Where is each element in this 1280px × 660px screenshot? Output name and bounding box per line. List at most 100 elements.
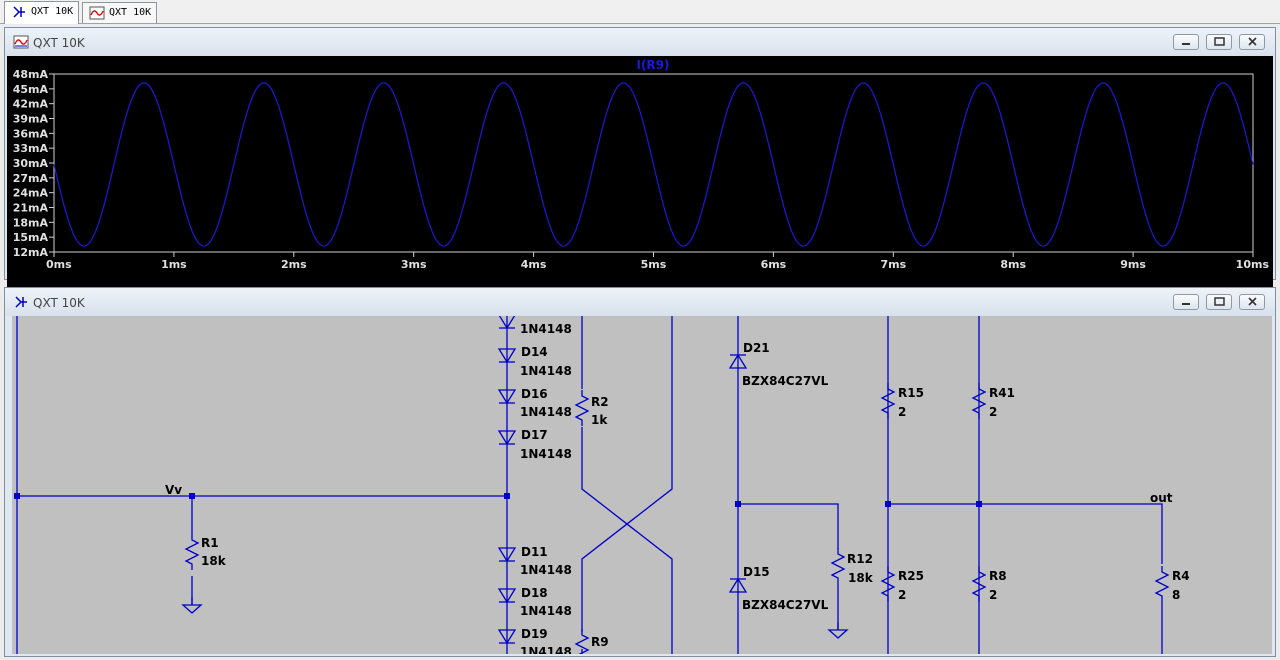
ref-r15: R15: [898, 386, 924, 400]
resistor-r2[interactable]: [575, 389, 589, 427]
value-r41: 2: [989, 405, 997, 419]
value-r4: 8: [1172, 588, 1180, 602]
value-d18: 1N4148: [520, 604, 572, 618]
value-d17: 1N4148: [520, 447, 572, 461]
tab-waveform[interactable]: QXT 10K: [82, 2, 158, 23]
value-r15: 2: [898, 405, 906, 419]
restore-button[interactable]: [1206, 34, 1232, 50]
value-r25: 2: [898, 588, 906, 602]
minimize-button[interactable]: [1173, 34, 1199, 50]
y-tick-label: 30mA: [13, 157, 49, 170]
trace-i-r9[interactable]: [53, 82, 1254, 247]
x-tick-label: 5ms: [641, 258, 667, 271]
ref-r2: R2: [591, 395, 609, 409]
ref-r9: R9: [591, 635, 609, 649]
value-d14: 1N4148: [520, 364, 572, 378]
x-tick-label: 9ms: [1120, 258, 1146, 271]
y-tick-label: 27mA: [13, 172, 49, 185]
value-r1: 18k: [201, 554, 227, 568]
close-icon: [1248, 37, 1257, 46]
value-d19: 1N4148: [520, 645, 572, 654]
y-tick-label: 24mA: [13, 187, 49, 200]
y-tick-label: 45mA: [13, 83, 49, 96]
net-label-vv[interactable]: Vv: [165, 483, 182, 497]
value-r8: 2: [989, 588, 997, 602]
x-tick-label: 7ms: [880, 258, 906, 271]
plot-window-title: QXT 10K: [33, 36, 85, 50]
value-d11: 1N4148: [520, 563, 572, 577]
y-tick-label: 39mA: [13, 113, 49, 126]
resistor-r8[interactable]: [972, 565, 986, 603]
tab-label: QXT 10K: [109, 7, 152, 18]
waveform-icon: [13, 35, 29, 49]
document-tab-bar: QXT 10K QXT 10K: [0, 0, 1280, 24]
schematic-window-titlebar[interactable]: QXT 10K: [5, 288, 1275, 316]
schematic-window-title: QXT 10K: [33, 296, 85, 310]
ref-r8: R8: [989, 569, 1007, 583]
x-tick-label: 3ms: [401, 258, 427, 271]
waveform-icon: [89, 6, 105, 20]
restore-button[interactable]: [1206, 294, 1232, 310]
ref-d11: D11: [521, 545, 548, 559]
resistor-r4[interactable]: [1155, 565, 1169, 603]
trace-title[interactable]: I(R9): [636, 58, 669, 72]
value-d16: 1N4148: [520, 405, 572, 419]
close-icon: [1248, 297, 1257, 306]
plot-window-titlebar[interactable]: QXT 10K: [5, 28, 1275, 56]
wires: [16, 316, 1163, 654]
schematic-icon: [13, 6, 25, 18]
resistor-r25[interactable]: [881, 565, 895, 603]
x-tick-label: 4ms: [521, 258, 547, 271]
minimize-icon: [1182, 43, 1190, 45]
ref-d14: D14: [521, 345, 548, 359]
y-tick-label: 12mA: [13, 246, 49, 259]
minimize-button[interactable]: [1173, 294, 1199, 310]
resistor-r41[interactable]: [972, 382, 986, 420]
y-tick-label: 33mA: [13, 142, 49, 155]
tab-schematic[interactable]: QXT 10K: [4, 1, 80, 24]
value-r12: 18k: [848, 571, 874, 585]
resistor-r1[interactable]: [185, 533, 199, 571]
ref-r12: R12: [847, 552, 873, 566]
minimize-icon: [1182, 303, 1190, 305]
resistor-r12[interactable]: [831, 547, 845, 585]
schematic-window: QXT 10K: [4, 287, 1276, 657]
close-button[interactable]: [1239, 34, 1265, 50]
y-tick-label: 42mA: [13, 98, 49, 111]
schematic-icon: [15, 296, 27, 308]
y-axis: 12mA15mA18mA21mA24mA27mA30mA33mA36mA39mA…: [13, 68, 54, 259]
ground-icon: [828, 621, 848, 639]
waveform-chart[interactable]: 12mA15mA18mA21mA24mA27mA30mA33mA36mA39mA…: [7, 56, 1273, 306]
ref-r1: R1: [201, 536, 219, 550]
y-tick-label: 15mA: [13, 231, 49, 244]
y-tick-label: 21mA: [13, 202, 49, 215]
schematic-drawing[interactable]: Vv out 1N4148 D14 1N4148 D16 1N4148 D17 …: [12, 316, 1272, 654]
x-tick-label: 6ms: [761, 258, 787, 271]
schematic-canvas[interactable]: Vv out 1N4148 D14 1N4148 D16 1N4148 D17 …: [12, 316, 1272, 654]
x-tick-label: 2ms: [281, 258, 307, 271]
value-d15: BZX84C27VL: [742, 598, 829, 612]
tab-label: QXT 10K: [31, 6, 74, 17]
ref-d19: D19: [521, 627, 548, 641]
junctions: [14, 493, 982, 507]
y-tick-label: 48mA: [13, 68, 49, 81]
value-d21: BZX84C27VL: [742, 374, 829, 388]
ground-icon: [182, 596, 202, 614]
ref-d15: D15: [743, 565, 770, 579]
restore-icon: [1214, 297, 1225, 306]
ref-r4: R4: [1172, 569, 1190, 583]
ref-r41: R41: [989, 386, 1015, 400]
x-tick-label: 8ms: [1000, 258, 1026, 271]
ref-d16: D16: [521, 387, 548, 401]
net-label-out[interactable]: out: [1150, 491, 1173, 505]
close-button[interactable]: [1239, 294, 1265, 310]
y-tick-label: 18mA: [13, 216, 49, 229]
resistor-r15[interactable]: [881, 382, 895, 420]
ref-r25: R25: [898, 569, 924, 583]
part-value: 1N4148: [520, 322, 572, 336]
x-tick-label: 0ms: [46, 258, 72, 271]
x-tick-label: 1ms: [161, 258, 187, 271]
